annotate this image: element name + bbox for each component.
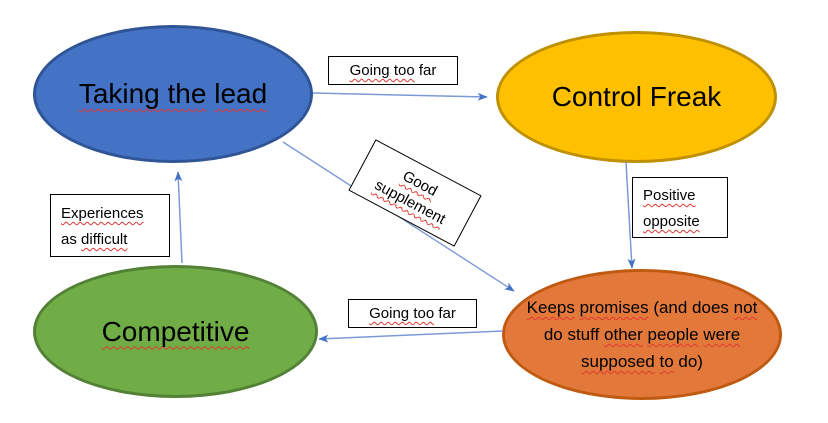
node-label: Competitive	[101, 315, 250, 347]
node-competitive[interactable]: Competitive	[33, 265, 318, 398]
node-taking-the-lead[interactable]: Taking the lead	[33, 25, 313, 163]
edge-label-positive-opposite[interactable]: Positive opposite	[632, 177, 728, 238]
edge-label-text: Experiences as difficult	[61, 205, 144, 248]
edge-label-text: Going too far	[369, 305, 456, 322]
label-line-3: supposed to do)	[581, 352, 703, 371]
edge-label-going-too-far-bottom[interactable]: Going too far	[348, 299, 477, 328]
label-line-2: do stuff other people were	[543, 325, 741, 344]
edge-label-experiences-as-difficult[interactable]: Experiences as difficult	[50, 194, 170, 257]
edge-label-going-too-far-top[interactable]: Going too far	[328, 56, 458, 85]
arrow-competitive-to-taking-lead[interactable]	[174, 171, 183, 264]
node-label: Taking the lead	[78, 78, 268, 109]
node-label: Control Freak	[551, 81, 722, 112]
node-label: Keeps promises (and does not do stuff ot…	[527, 294, 758, 375]
edge-label-text: Positive opposite	[643, 187, 700, 230]
edge-label-good-supplement[interactable]: Good supplement	[348, 139, 482, 247]
node-keeps-promises[interactable]: Keeps promises (and does not do stuff ot…	[502, 269, 782, 400]
arrow-taking-lead-to-control-freak[interactable]	[312, 92, 488, 101]
edge-label-text: Good supplement	[371, 167, 449, 228]
node-control-freak[interactable]: Control Freak	[496, 31, 777, 163]
label-line-1: Keeps promises (and does not	[526, 298, 758, 317]
edge-label-text: Going too far	[349, 62, 437, 79]
arrow-control-freak-to-keeps-promises[interactable]	[625, 161, 636, 269]
arrow-keeps-promises-to-competitive[interactable]	[318, 330, 504, 343]
